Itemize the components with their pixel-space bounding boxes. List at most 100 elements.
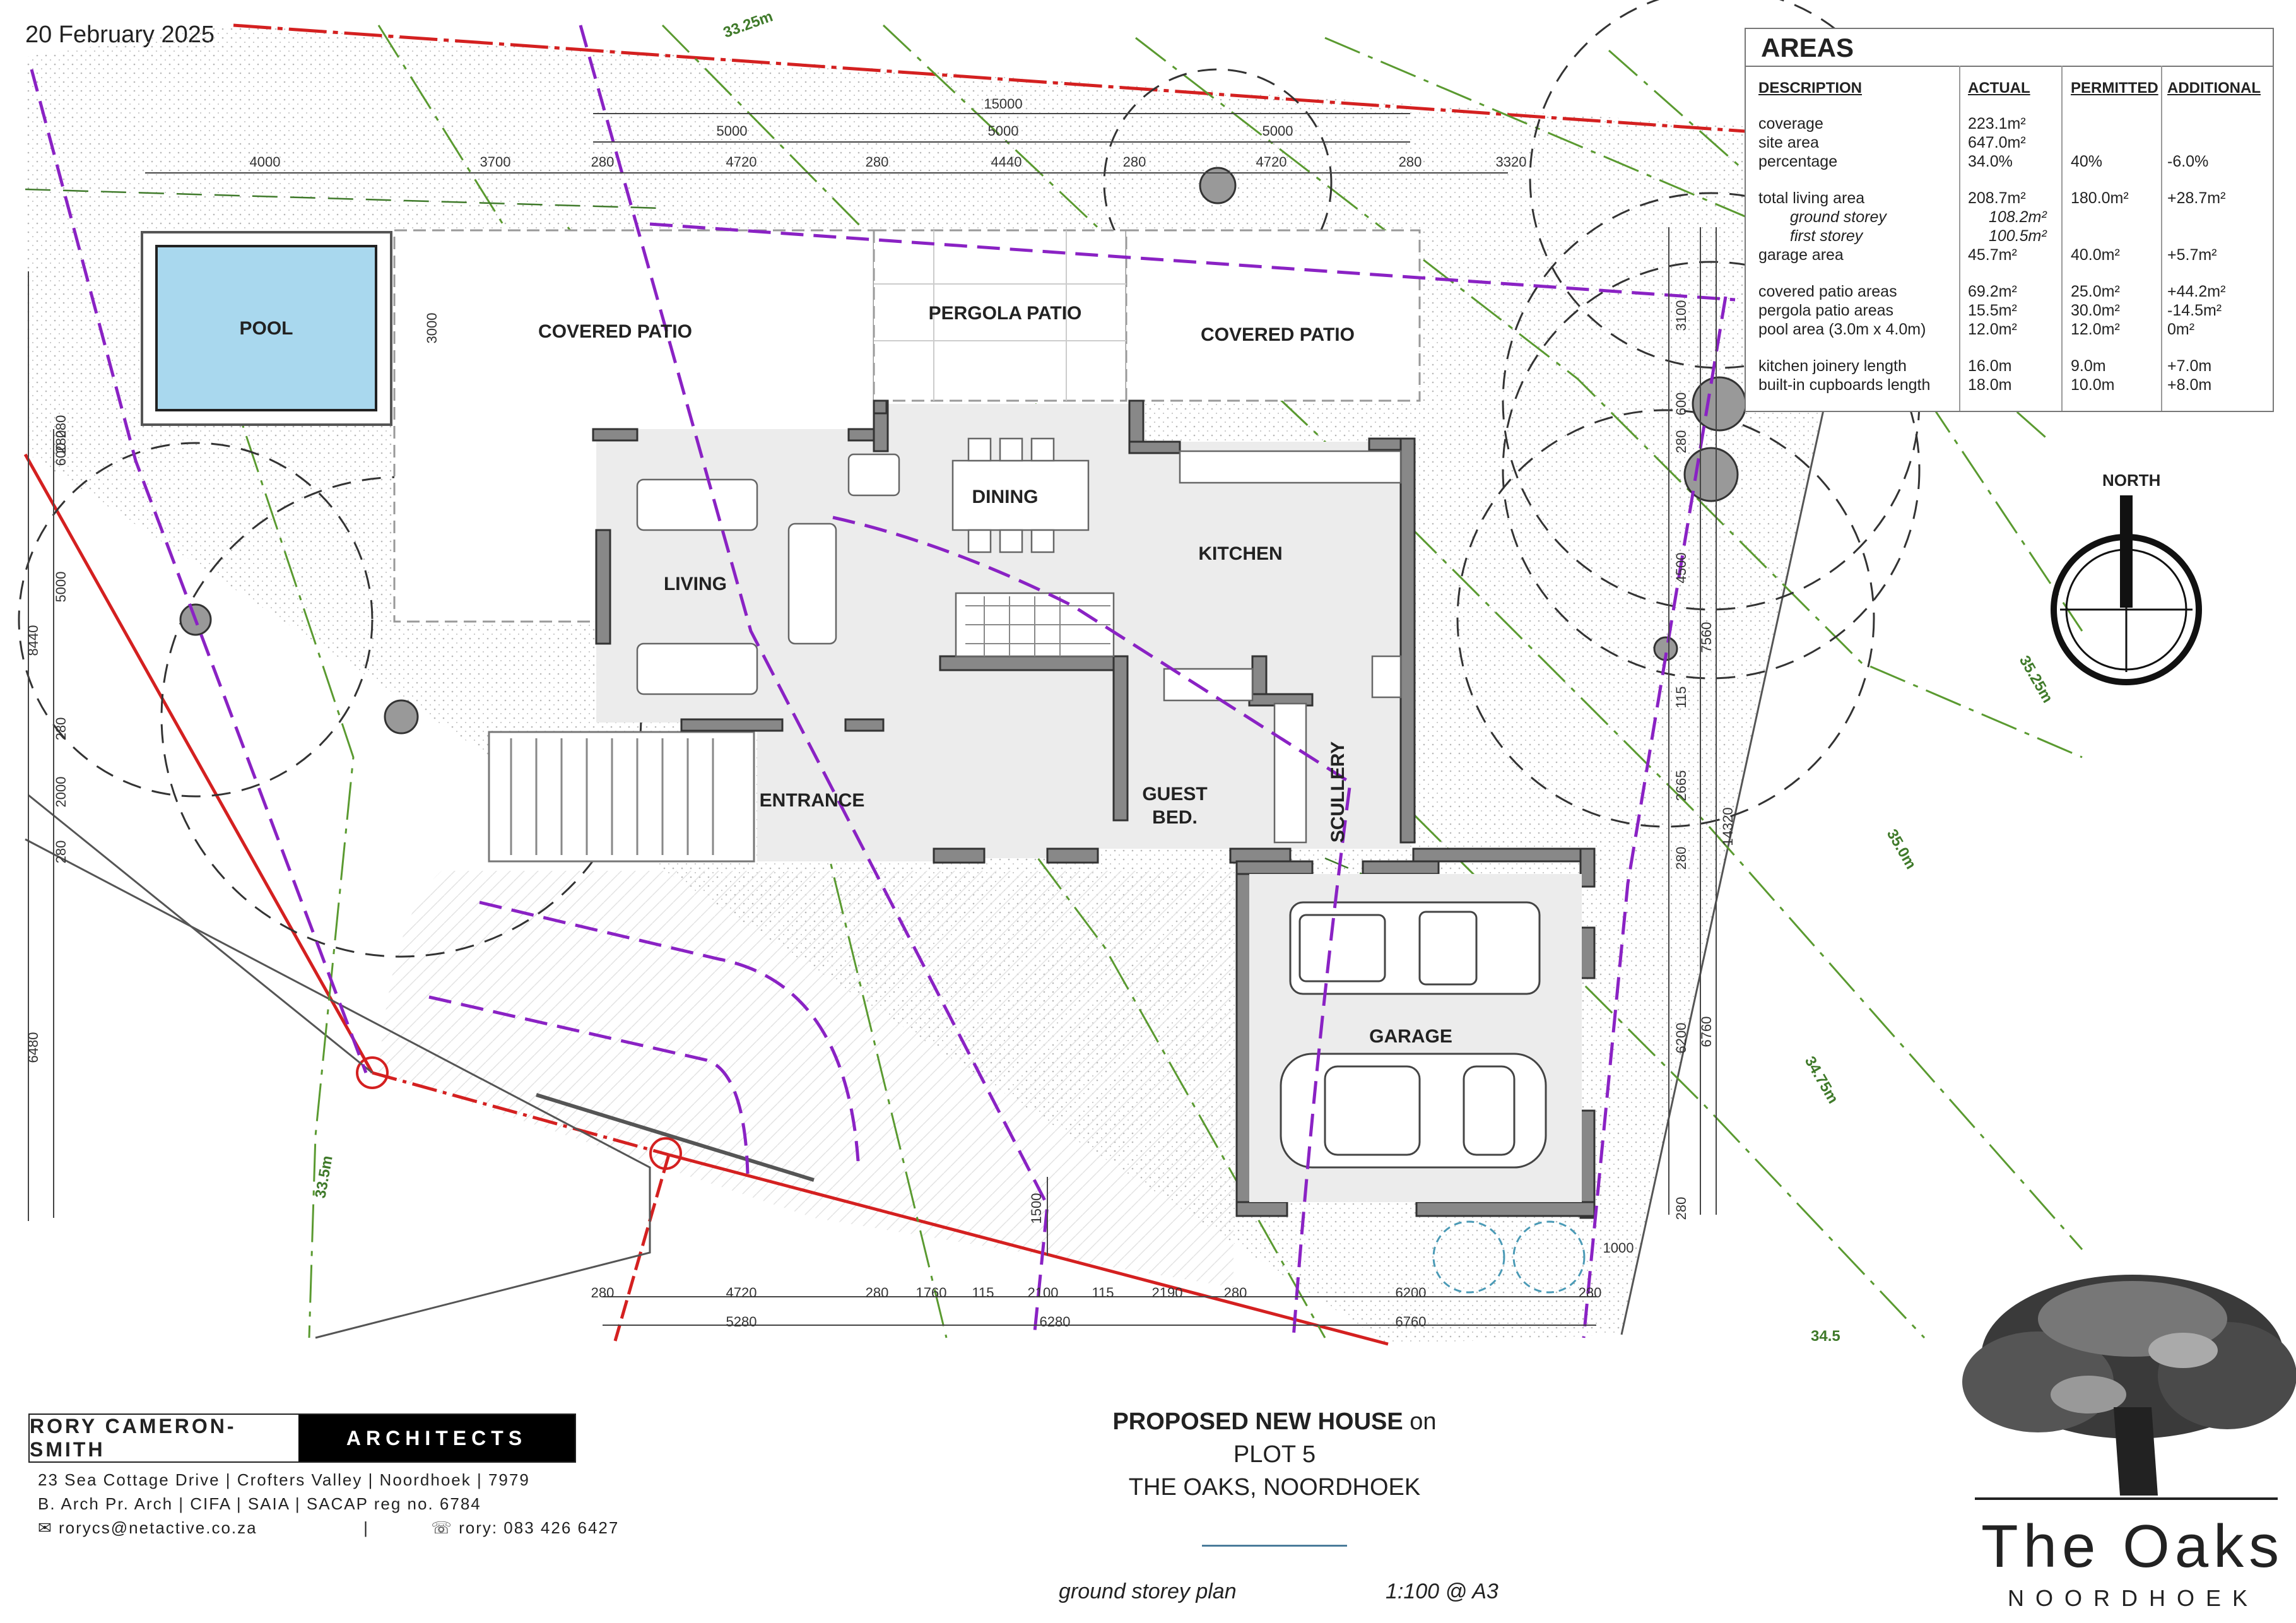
col-additional: ADDITIONAL — [2167, 80, 2261, 97]
cell: 208.7m² — [1968, 189, 2026, 207]
dim-top: 5000 — [988, 123, 1019, 139]
drawing-scale: 1:100 @ A3 — [1386, 1579, 1498, 1603]
row-label: covered patio areas — [1758, 283, 1897, 300]
room-label-covered-patio-right: COVERED PATIO — [1201, 324, 1355, 345]
brand-name: The Oaks — [1981, 1513, 2285, 1580]
contour-label: 34.75m — [1801, 1054, 1842, 1107]
cell: 16.0m — [1968, 357, 2012, 375]
cell: +8.0m — [2167, 376, 2212, 394]
row-label: pergola patio areas — [1758, 302, 1894, 319]
project-plot: PLOT 5 — [1233, 1441, 1316, 1468]
cell: 12.0m² — [2071, 321, 2120, 338]
project-title-rest: on — [1403, 1408, 1437, 1435]
row-label: garage area — [1758, 246, 1844, 264]
dim-bottom: 6280 — [1040, 1314, 1071, 1330]
cell: 15.5m² — [1968, 302, 2017, 319]
dim-misc: 1500 — [1028, 1193, 1044, 1224]
dim-left: 2000 — [53, 777, 69, 808]
dim-bottom: 2190 — [1152, 1285, 1183, 1301]
col-description: DESCRIPTION — [1758, 80, 1863, 97]
room-label-entrance: ENTRANCE — [760, 790, 865, 811]
dim-top: 4000 — [250, 154, 281, 170]
firm-address: 23 Sea Cottage Drive | Crofters Valley |… — [38, 1470, 530, 1489]
cell: 30.0m² — [2071, 302, 2120, 319]
phone-icon: ☏ — [431, 1518, 459, 1537]
north-label: NORTH — [2102, 471, 2161, 490]
dim-overall: 15000 — [984, 96, 1022, 112]
cell: 40.0m² — [2071, 246, 2120, 264]
north-compass-icon — [2051, 495, 2202, 685]
brand-place: NOORDHOEK — [2008, 1585, 2259, 1611]
dim-right: 280 — [1673, 847, 1689, 870]
dim-left: 280 — [53, 415, 69, 439]
cell: 10.0m — [2071, 376, 2115, 394]
contour-label: 35.0m — [1883, 827, 1919, 872]
separator: | — [363, 1518, 369, 1537]
room-label-guest-1: GUEST — [1142, 784, 1207, 805]
dim-top: 3700 — [480, 154, 511, 170]
row-label: site area — [1758, 134, 1819, 151]
cell: 180.0m² — [2071, 189, 2129, 207]
dim-top: 5000 — [717, 123, 748, 139]
cell: 18.0m — [1968, 376, 2012, 394]
dim-bottom: 280 — [866, 1285, 889, 1301]
boundary-peg — [649, 1137, 682, 1170]
cell: +44.2m² — [2167, 283, 2226, 300]
room-label-guest-2: BED. — [1152, 807, 1198, 828]
cell: 12.0m² — [1968, 321, 2017, 338]
dim-left: 280 — [53, 717, 69, 741]
room-label-garage: GARAGE — [1369, 1026, 1452, 1047]
firm-logo: RORY CAMERON-SMITH ARCHITECTS — [28, 1413, 576, 1463]
project-title: PROPOSED NEW HOUSE on — [1035, 1408, 1514, 1436]
car-pickup — [1289, 901, 1541, 995]
firm-name: RORY CAMERON-SMITH — [30, 1415, 237, 1461]
cell: 223.1m² — [1968, 115, 2026, 133]
dim-left: 5000 — [53, 572, 69, 603]
row-label: total living area — [1758, 189, 1865, 207]
row-label: ground storey — [1790, 208, 1887, 226]
dim-right: 280 — [1673, 1197, 1689, 1220]
dim-right: 115 — [1673, 686, 1689, 708]
dim-bottom: 2100 — [1028, 1285, 1059, 1301]
firm-email[interactable]: rorycs@netactive.co.za — [59, 1518, 257, 1537]
cell: 108.2m² — [1989, 208, 2047, 226]
dim-right: 7560 — [1698, 622, 1714, 653]
dimension-lines — [28, 113, 1717, 1326]
dim-top: 4720 — [1256, 154, 1287, 170]
room-label-pool: POOL — [239, 318, 293, 339]
dim-top: 280 — [591, 154, 615, 170]
dim-top: 3320 — [1496, 154, 1527, 170]
cell: 34.0% — [1968, 153, 2013, 170]
room-label-kitchen: KITCHEN — [1198, 543, 1282, 564]
dim-bottom: 1760 — [916, 1285, 947, 1301]
contour-label: 35.25m — [2016, 653, 2056, 706]
entrance-steps — [488, 731, 755, 863]
dim-bottom: 280 — [591, 1285, 615, 1301]
cell: 9.0m — [2071, 357, 2106, 375]
driveway — [379, 871, 1233, 1287]
cell: 647.0m² — [1968, 134, 2026, 151]
furniture — [636, 437, 1402, 844]
dim-right: 600 — [1673, 392, 1689, 416]
cell: -6.0% — [2167, 153, 2209, 170]
cell: 40% — [2071, 153, 2103, 170]
cell: -14.5m² — [2167, 302, 2222, 319]
cell: 0m² — [2167, 321, 2195, 338]
dim-top: 4440 — [991, 154, 1022, 170]
dim-bottom: 6760 — [1396, 1314, 1427, 1330]
project-title-bold: PROPOSED NEW HOUSE — [1112, 1408, 1403, 1435]
row-label: coverage — [1758, 115, 1823, 133]
col-actual: ACTUAL — [1968, 80, 2030, 97]
cell: 100.5m² — [1989, 227, 2047, 245]
pergola-area — [873, 229, 1127, 402]
firm-phone: rory: 083 426 6427 — [459, 1518, 620, 1537]
dim-right: 2665 — [1673, 770, 1689, 801]
dim-bottom: 280 — [1579, 1285, 1602, 1301]
cell: +28.7m² — [2167, 189, 2226, 207]
room-label-covered-patio-left: COVERED PATIO — [538, 321, 692, 342]
contour-label: 34.5 — [1811, 1328, 1840, 1345]
cell: 45.7m² — [1968, 246, 2017, 264]
dim-right: 6200 — [1673, 1023, 1689, 1054]
col-permitted: PERMITTED — [2071, 80, 2158, 97]
mail-icon: ✉ — [38, 1518, 59, 1537]
